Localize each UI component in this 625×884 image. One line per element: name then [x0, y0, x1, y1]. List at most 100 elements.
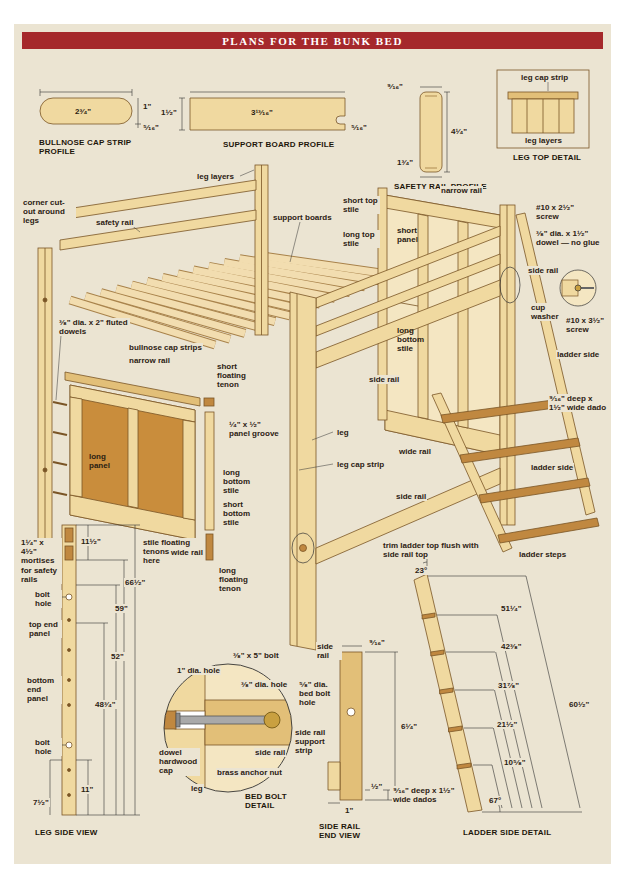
left-end-panel-g-line — [53, 492, 67, 495]
part-label: 11¹⁄₂" — [80, 537, 102, 546]
part-label: 6¹⁄₄" — [400, 722, 418, 731]
part-label: ³⁄₈" x 5" bolt — [232, 651, 280, 660]
part-label: ⁵⁄₈" dia. bed bolt hole — [298, 680, 338, 708]
leg-side-view-circle — [66, 594, 72, 600]
view-caption: BED BOLT DETAIL — [244, 792, 294, 810]
view-caption: LEG SIDE VIEW — [34, 828, 99, 837]
dimension-lines-line — [182, 98, 183, 130]
side-rail-end-view — [328, 652, 362, 800]
bed-frame-line — [261, 165, 262, 335]
leader-lines-line — [290, 222, 300, 262]
part-label: cup washer — [530, 303, 562, 321]
part-label: narrow rail — [440, 186, 483, 195]
part-label: brass anchor nut — [216, 768, 283, 777]
left-end-panel-polygon — [70, 385, 195, 540]
bed-frame-rect — [500, 205, 515, 525]
left-end-panel-g-line — [53, 462, 67, 465]
dimension-lines-line — [447, 92, 448, 172]
leg-dimensions-line — [135, 525, 136, 815]
leg-dimensions — [50, 525, 140, 815]
leg-dimensions-line — [50, 760, 62, 761]
ladder-polygon — [516, 213, 595, 515]
view-caption: SIDE RAIL END VIEW — [318, 822, 380, 840]
bed-frame-polygon — [385, 195, 500, 228]
leg-top-detail-rect — [508, 92, 578, 99]
profiles-line — [425, 96, 437, 97]
bed-bolt-detail-g — [160, 660, 300, 800]
bed-frame-polygon — [60, 180, 256, 220]
leg-side-view-circle — [68, 769, 71, 772]
left-end-panel-rect — [206, 534, 213, 560]
bed-bolt-detail-g-rect — [178, 716, 278, 724]
part-label: #10 x 3¹⁄₂" screw — [565, 316, 609, 334]
leg-dimensions-line — [76, 525, 140, 526]
view-caption: LADDER SIDE DETAIL — [462, 828, 552, 837]
part-label: 1" — [142, 102, 152, 111]
side-rail-end-view-polygon — [328, 762, 340, 790]
part-label: wide rail — [170, 548, 204, 557]
profiles-rect — [40, 98, 132, 124]
leader-lines-line — [240, 170, 254, 176]
end-view-dimensions-line — [340, 646, 362, 647]
left-end-panel-rect — [38, 248, 52, 540]
ladder-side-detail-g-polygon — [449, 726, 463, 732]
side-rail-end-view-circle — [347, 708, 355, 716]
left-end-panel-circle — [43, 468, 47, 472]
bed-bolt-detail-g-rect — [160, 660, 205, 800]
dimension-lines-line — [444, 172, 450, 173]
bed-frame-circle — [300, 545, 307, 552]
part-label: 1" dia. hole — [176, 666, 221, 675]
left-end-panel-polygon — [128, 408, 138, 508]
profiles-rect — [420, 92, 442, 172]
profiles-path — [190, 98, 345, 130]
end-view-dimensions-line — [365, 652, 398, 653]
left-end-panel-polygon — [70, 397, 82, 497]
ladder-g — [441, 398, 599, 543]
part-label: ¹⁄₄" x ¹⁄₂" panel groove — [228, 420, 284, 438]
part-label: 11" — [80, 785, 94, 794]
leg-dimensions-line — [76, 585, 120, 586]
ladder-g-polygon — [479, 478, 590, 503]
part-label: dowel hardwood cap — [158, 748, 200, 776]
leg-top-detail-line — [559, 99, 560, 133]
part-label: ladder side — [530, 463, 574, 472]
left-end-panel-g-line — [53, 432, 67, 435]
left-end-panel-rect — [204, 398, 214, 406]
ladder-dimensions-line — [428, 576, 526, 577]
ladder — [432, 213, 599, 552]
ladder-dimensions-line — [495, 690, 523, 808]
part-label: leg layers — [196, 172, 235, 181]
ladder-dimensions-line — [473, 765, 492, 766]
part-label: side rail — [395, 492, 427, 501]
part-label: side rail — [527, 266, 559, 275]
bed-bolt-detail — [160, 660, 300, 800]
ladder-side-detail-g-polygon — [440, 688, 453, 694]
bed-frame-rect — [255, 165, 268, 335]
leg-dimensions-line — [124, 560, 125, 815]
leader-lines — [56, 78, 548, 470]
leg-top-detail-rect — [512, 99, 574, 133]
leg-side-view-circle — [66, 742, 72, 748]
part-label: 10⁵⁄₈" — [503, 758, 527, 767]
end-view-dimensions-line — [328, 803, 340, 804]
left-end-panel — [38, 248, 214, 560]
leg-side-view-circle — [68, 679, 71, 682]
left-end-panel-g-line — [53, 402, 67, 405]
support-boards-g-line — [255, 255, 395, 275]
leg-top-detail-line — [543, 99, 544, 133]
screw-detail-circle — [575, 285, 581, 291]
bed-frame — [60, 165, 515, 650]
ladder-side-detail-g-polygon — [422, 613, 435, 619]
end-view-dimensions — [328, 646, 398, 803]
part-label: 1¹⁄₄" x 4¹⁄₂" mortises for safety rails — [20, 538, 62, 584]
part-label: 1" — [344, 806, 354, 815]
part-label: leg layers — [524, 136, 563, 145]
dimension-lines — [40, 87, 450, 177]
leg-dimensions-line — [76, 560, 128, 561]
part-label: long bottom stile — [396, 326, 428, 354]
ladder-side-detail-g-polygon — [457, 763, 471, 769]
ladder-dimensions-line — [437, 615, 497, 616]
leg-side-view-circle — [68, 704, 71, 707]
part-label: 1¹⁄₂" — [160, 108, 178, 117]
